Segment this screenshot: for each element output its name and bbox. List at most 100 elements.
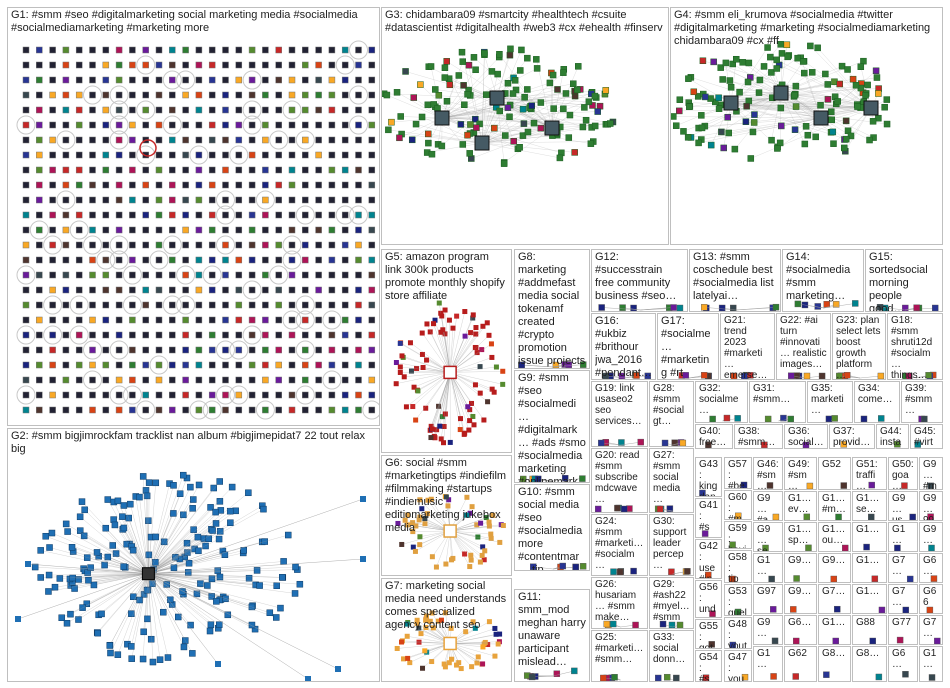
group-s5: G1… se… [852,491,887,521]
node [152,533,159,541]
node [222,286,229,294]
node [464,512,470,518]
edge [780,66,843,94]
group-graph [830,575,838,582]
group-g53: G53: quel… [724,584,752,616]
node [22,406,30,414]
node [341,166,349,174]
node [328,196,336,204]
node [235,166,243,174]
node [169,226,176,234]
group-graph [792,673,799,680]
node [751,111,758,118]
node [328,376,336,384]
node [36,151,43,159]
node [467,407,473,413]
self-loop [202,265,222,285]
node [36,166,43,174]
node [36,406,43,414]
edge [450,515,493,532]
group-graph [729,575,736,582]
node [777,104,785,112]
node [129,151,136,159]
node [581,104,588,111]
self-loop [149,250,169,270]
node [62,136,70,144]
node [684,568,691,575]
node [209,527,216,534]
node [127,500,134,508]
node [902,606,910,613]
node [328,301,336,309]
group-graph [792,637,800,644]
node [235,181,243,189]
self-loop [322,370,342,390]
node [155,121,163,129]
group-s17: G1… [852,553,887,583]
node [470,619,476,625]
node [368,151,376,159]
edge [148,573,309,680]
group-g42: G42: use #in… [695,539,722,579]
group-s7: G9… 99… [919,491,943,521]
node [442,331,448,337]
node [506,51,514,59]
node [195,331,203,339]
node [424,511,430,517]
node [129,211,136,219]
edge [123,505,149,574]
node [275,391,282,399]
node [262,106,269,114]
node [719,76,726,83]
node [208,46,216,54]
node [125,514,132,522]
node [416,639,422,645]
node [235,331,243,339]
node [102,106,110,114]
group-g34: G34: come… [854,381,900,423]
node [169,301,176,309]
node [630,304,637,311]
node [22,166,30,174]
node [560,105,567,113]
node [480,644,486,650]
group-graph [16,40,379,420]
node [128,610,135,617]
node [142,121,149,129]
edge [143,573,149,632]
node [36,181,43,189]
node [189,650,196,657]
node [486,619,492,625]
node [341,61,349,69]
node [518,361,525,368]
node [22,301,30,309]
node [102,181,110,189]
node [147,635,155,643]
group-s25: G6… [784,615,817,645]
node [169,361,176,369]
node [368,181,376,189]
node [474,350,480,356]
node [302,256,309,264]
node [488,341,494,347]
node [790,606,797,613]
node [89,91,96,99]
node [434,427,440,433]
edge [401,641,451,644]
edge [148,550,199,574]
node [36,256,43,264]
node [360,556,366,562]
node [149,658,157,666]
node [262,181,269,189]
group-graph [823,671,830,678]
edge [443,372,451,443]
group-graph [918,415,928,422]
group-g23: G23: plan select lets boost growth platf… [832,313,886,380]
node [288,256,296,264]
edge [449,316,457,373]
edge [407,623,451,644]
node [410,544,416,550]
node [876,304,884,311]
self-loop [109,100,129,120]
node [909,513,916,520]
